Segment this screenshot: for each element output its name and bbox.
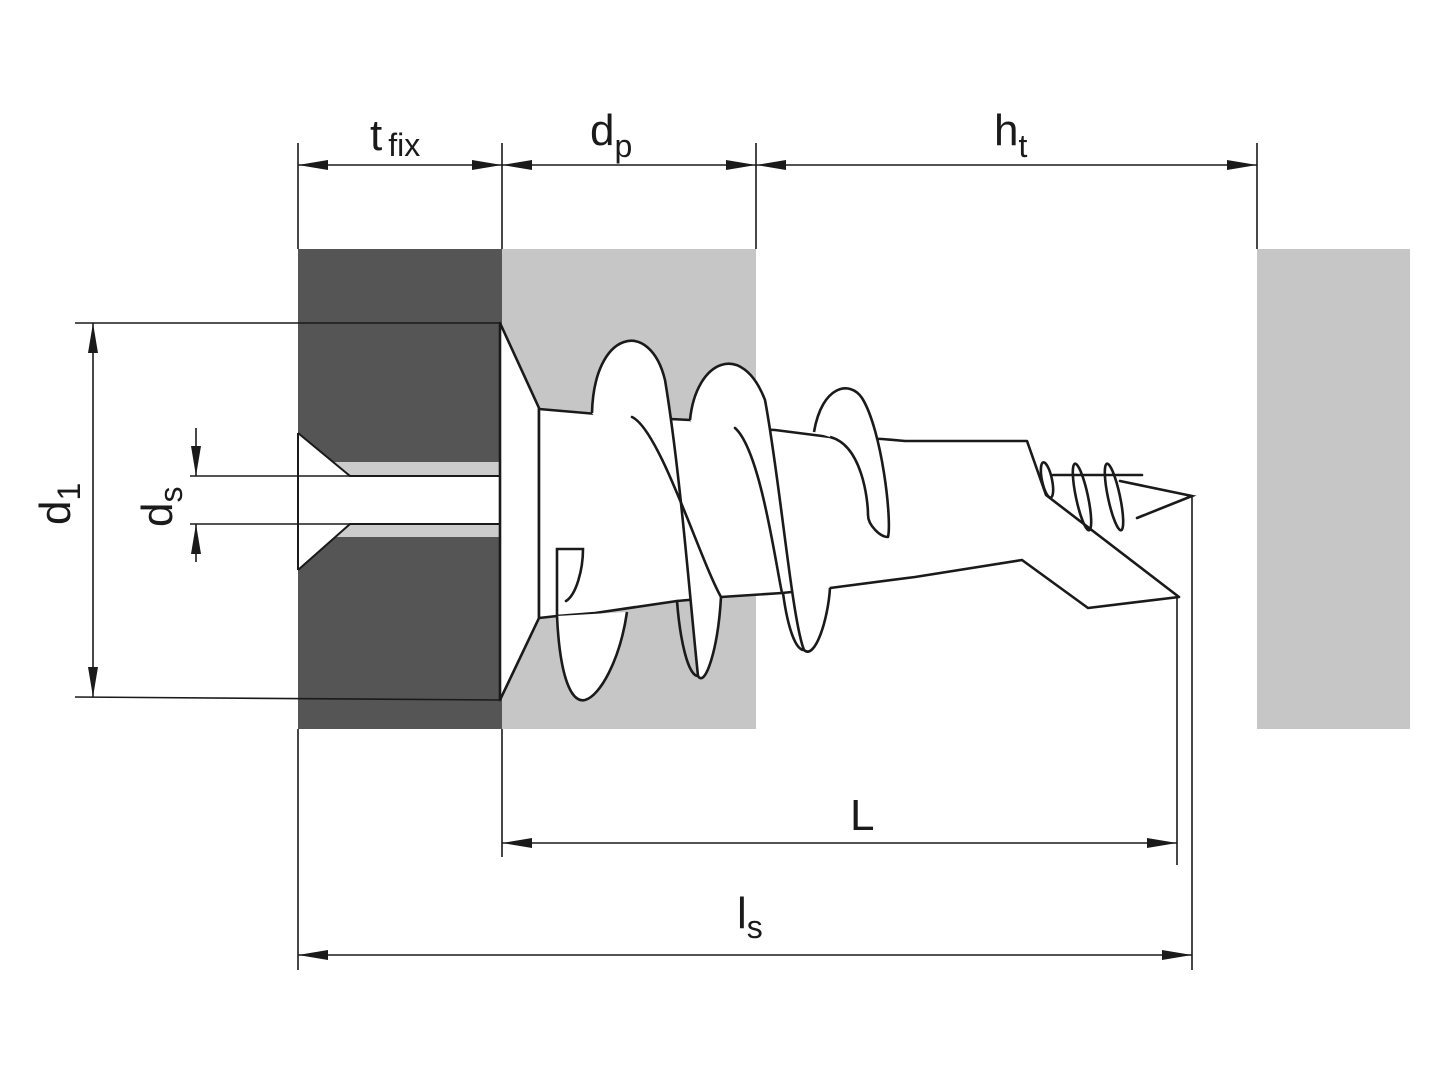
label-d-1: d1 xyxy=(31,483,87,525)
side-dimensions xyxy=(74,322,501,701)
anchor xyxy=(498,321,1197,702)
label-d-p: dp xyxy=(590,106,632,164)
back-wall xyxy=(1257,249,1410,729)
label-h-t: ht xyxy=(994,106,1027,164)
label-L: L xyxy=(850,791,874,840)
label-d-s: ds xyxy=(133,487,189,527)
top-dimensions xyxy=(297,143,1258,249)
bottom-dimensions xyxy=(297,496,1193,970)
label-l-s: ls xyxy=(737,889,763,945)
